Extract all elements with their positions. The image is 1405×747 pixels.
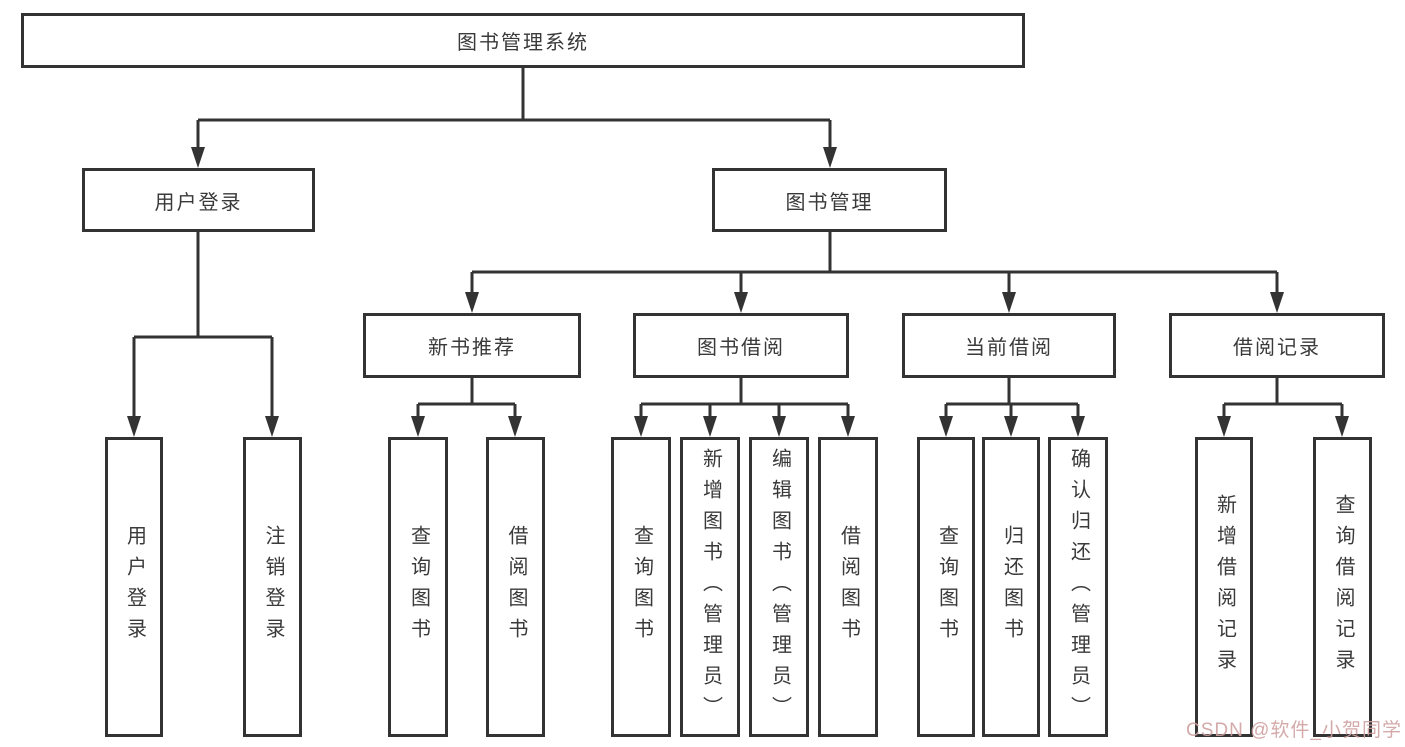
connector-newbookrec-to-leaves (416, 378, 517, 420)
arrowhead (1217, 416, 1231, 437)
connector-bookborrow-to-leaves (639, 378, 850, 420)
arrowheads (127, 147, 1349, 437)
arrowhead (772, 416, 786, 437)
leaf-label: 用户登录 (123, 525, 146, 649)
arrowhead (841, 416, 855, 437)
leaf-label: 归还图书 (1000, 525, 1023, 649)
connector-bookmgmt-to-level3 (470, 232, 1279, 296)
arrowhead (939, 416, 953, 437)
leaf-label: 查询借阅记录 (1332, 494, 1354, 680)
arrowhead (411, 416, 425, 437)
arrowhead (1071, 416, 1085, 437)
arrowhead (191, 147, 205, 168)
node-user-login-group: 用户登录 (82, 168, 315, 232)
leaf-label: 借阅图书 (505, 525, 527, 649)
node-leaf-add-borrow-record: 新增借阅记录 (1195, 437, 1253, 737)
leaf-label: 新增图书（管理员） (699, 447, 722, 727)
node-leaf-return-books: 归还图书 (982, 437, 1040, 737)
arrowhead (1004, 416, 1018, 437)
leaf-label: 确认归还（管理员） (1067, 447, 1090, 727)
node-leaf-borrow-books-recommend: 借阅图书 (486, 437, 545, 737)
arrowhead (823, 147, 837, 168)
node-borrow-records: 借阅记录 (1169, 313, 1385, 378)
leaf-label: 查询图书 (407, 525, 430, 649)
csdn-watermark: CSDN @软件_小贺同学 (1186, 720, 1402, 741)
arrowhead (265, 416, 279, 437)
node-root-system: 图书管理系统 (21, 13, 1025, 68)
node-current-borrow: 当前借阅 (902, 313, 1116, 378)
connector-borrowrecords-to-leaves (1222, 378, 1344, 420)
node-leaf-user-login: 用户登录 (105, 437, 163, 737)
arrowhead (734, 292, 748, 313)
arrowhead (703, 416, 717, 437)
connector-root-to-level2 (196, 68, 832, 150)
connector-currentborrow-to-leaves (944, 378, 1080, 420)
leaf-label: 新增借阅记录 (1213, 494, 1236, 680)
node-leaf-query-books-recommend: 查询图书 (388, 437, 448, 737)
leaf-label: 注销登录 (262, 525, 284, 649)
leaf-label: 查询图书 (935, 525, 958, 649)
node-leaf-edit-books-admin: 编辑图书（管理员） (749, 437, 809, 737)
leaf-label: 编辑图书（管理员） (768, 447, 791, 727)
leaf-label: 借阅图书 (837, 525, 860, 649)
arrowhead (634, 416, 648, 437)
node-book-borrow: 图书借阅 (633, 313, 849, 378)
arrowhead (1002, 292, 1016, 313)
leaf-label: 查询图书 (630, 525, 653, 649)
arrowhead (127, 416, 141, 437)
arrowhead (1335, 416, 1349, 437)
node-leaf-borrow-books: 借阅图书 (818, 437, 878, 737)
connector-userlogin-to-leaves (132, 232, 274, 419)
node-leaf-query-books-borrow: 查询图书 (611, 437, 671, 737)
arrowhead (508, 416, 522, 437)
node-book-management: 图书管理 (712, 168, 947, 232)
node-leaf-confirm-return-admin: 确认归还（管理员） (1048, 437, 1108, 737)
node-leaf-add-books-admin: 新增图书（管理员） (680, 437, 740, 737)
node-leaf-logout: 注销登录 (243, 437, 302, 737)
arrowhead (1270, 292, 1284, 313)
node-leaf-query-borrow-record: 查询借阅记录 (1313, 437, 1372, 737)
node-new-book-recommend: 新书推荐 (363, 313, 581, 378)
node-leaf-query-books-current: 查询图书 (917, 437, 975, 737)
arrowhead (465, 292, 479, 313)
